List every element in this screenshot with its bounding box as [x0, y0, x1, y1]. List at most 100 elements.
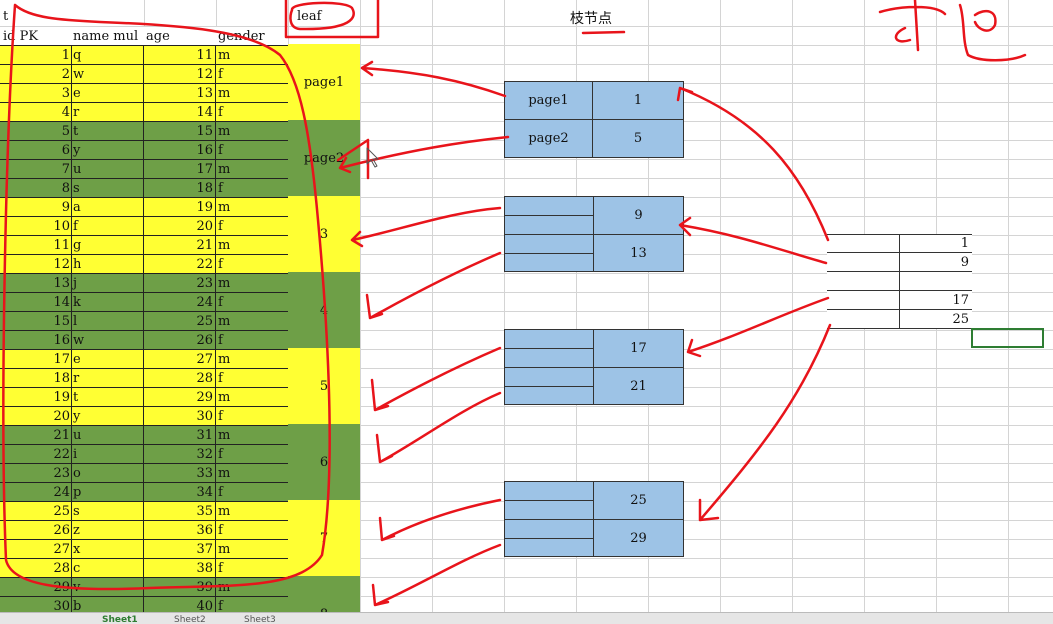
cell-border	[143, 407, 144, 426]
cell-border	[215, 350, 216, 369]
cell-border	[215, 84, 216, 103]
root-node-divider	[899, 234, 900, 329]
cell-age: 30	[196, 409, 213, 424]
tab-sheet2[interactable]: Sheet2	[174, 615, 206, 624]
branch-node-4-value-2: 29	[630, 531, 647, 546]
cell-border	[143, 559, 144, 578]
col-header-gender: gender	[218, 29, 265, 44]
cell-border	[71, 65, 72, 84]
cell-border	[215, 160, 216, 179]
cell-border	[71, 350, 72, 369]
cell-border	[143, 578, 144, 597]
cell-border	[215, 597, 216, 612]
cell-id: 30	[53, 599, 70, 612]
cell-border	[143, 483, 144, 502]
leaf-page-cell: page1	[288, 44, 360, 120]
cell-border	[143, 84, 144, 103]
cell-border	[143, 369, 144, 388]
cell-gender: m	[218, 580, 231, 595]
selected-cell[interactable]	[971, 328, 1044, 348]
branch-node-2-ptr-b	[505, 234, 683, 235]
cell-id: 29	[53, 580, 70, 595]
branch-node-3-ptr-c	[505, 386, 593, 387]
cell-age: 22	[196, 257, 213, 272]
cell-age: 29	[196, 390, 213, 405]
leaf-page-cell: 5	[288, 348, 360, 424]
cell-gender: f	[218, 599, 223, 612]
cell-border	[71, 445, 72, 464]
cell-border	[143, 217, 144, 236]
cell-border	[215, 46, 216, 65]
grid-vline	[1008, 0, 1009, 612]
cell-age: 20	[196, 219, 213, 234]
cell-border	[143, 426, 144, 445]
cell-id: 25	[53, 504, 70, 519]
tab-sheet3[interactable]: Sheet3	[244, 615, 276, 624]
cell-name: t	[73, 390, 79, 405]
cell-border	[71, 103, 72, 122]
cell-border	[143, 597, 144, 612]
cell-border	[71, 84, 72, 103]
cell-id: 6	[61, 143, 70, 158]
cell-border	[71, 502, 72, 521]
grid-hline	[0, 311, 1053, 312]
cell-name: a	[73, 200, 81, 215]
cell-border	[143, 445, 144, 464]
cell-border	[71, 369, 72, 388]
cell-gender: m	[218, 162, 231, 177]
tab-sheet1[interactable]: Sheet1	[102, 615, 138, 624]
cell-id: 7	[61, 162, 70, 177]
cell-border	[143, 141, 144, 160]
cell-age: 16	[196, 143, 213, 158]
cell-age: 38	[196, 561, 213, 576]
branch-node-2-value-1: 9	[634, 208, 643, 223]
cell-age: 27	[196, 352, 213, 367]
cell-name: s	[73, 504, 80, 519]
branch-node-4-ptr-b	[505, 519, 683, 520]
cell-border	[143, 312, 144, 331]
cell-age: 32	[196, 447, 213, 462]
cell-id: 3	[61, 86, 70, 101]
col-header-age: age	[146, 29, 170, 44]
cell-border	[71, 255, 72, 274]
cell-border	[71, 141, 72, 160]
branch-node-4: 25 29	[504, 481, 684, 557]
cell-gender: f	[218, 219, 223, 234]
cell-name: r	[73, 371, 80, 386]
cell-border	[143, 540, 144, 559]
cell-age: 26	[196, 333, 213, 348]
cell-border	[71, 388, 72, 407]
grid-hline	[0, 425, 1053, 426]
